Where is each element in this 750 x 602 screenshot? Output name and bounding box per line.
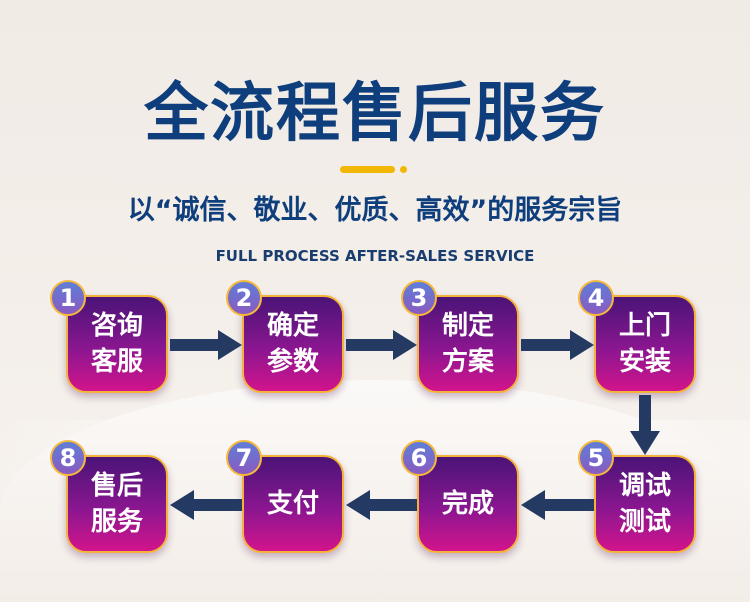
step-6-box: 完成 bbox=[417, 455, 519, 553]
english-subtitle: FULL PROCESS AFTER-SALES SERVICE bbox=[215, 247, 535, 265]
step-3-box: 制定方案 bbox=[417, 295, 519, 393]
arrow-right-icon bbox=[346, 330, 417, 360]
arrow-down-icon bbox=[630, 395, 660, 455]
step-1-badge: 1 bbox=[50, 280, 86, 316]
step-4-box: 上门安装 bbox=[594, 295, 696, 393]
step-3-badge: 3 bbox=[401, 280, 437, 316]
subtitle: 以“诚信、敬业、优质、高效”的服务宗旨 bbox=[127, 195, 623, 226]
page-title: 全流程售后服务 bbox=[144, 77, 606, 151]
arrow-right-icon bbox=[521, 330, 594, 360]
accent-bar bbox=[340, 166, 395, 173]
arrow-left-icon bbox=[346, 490, 417, 520]
accent-dot bbox=[400, 166, 407, 173]
step-label: 制定方案 bbox=[441, 311, 494, 377]
step-8-box: 售后服务 bbox=[66, 455, 168, 553]
step-4-badge: 4 bbox=[578, 280, 614, 316]
step-label: 售后服务 bbox=[90, 471, 143, 537]
step-2-badge: 2 bbox=[226, 280, 262, 316]
step-8-badge: 8 bbox=[50, 440, 86, 476]
arrow-left-icon bbox=[170, 490, 242, 520]
step-label: 确定参数 bbox=[266, 311, 319, 377]
step-label: 咨询客服 bbox=[90, 311, 143, 377]
arrow-left-icon bbox=[521, 490, 594, 520]
step-label: 上门安装 bbox=[618, 311, 671, 377]
step-2-box: 确定参数 bbox=[242, 295, 344, 393]
step-6-badge: 6 bbox=[401, 440, 437, 476]
step-7-badge: 7 bbox=[226, 440, 262, 476]
step-5-box: 调试测试 bbox=[594, 455, 696, 553]
step-5-badge: 5 bbox=[578, 440, 614, 476]
step-1-box: 咨询客服 bbox=[66, 295, 168, 393]
step-7-box: 支付 bbox=[242, 455, 344, 553]
arrow-right-icon bbox=[170, 330, 242, 360]
step-label: 完成 bbox=[441, 489, 494, 519]
step-label: 支付 bbox=[266, 489, 319, 519]
step-label: 调试测试 bbox=[618, 471, 671, 537]
